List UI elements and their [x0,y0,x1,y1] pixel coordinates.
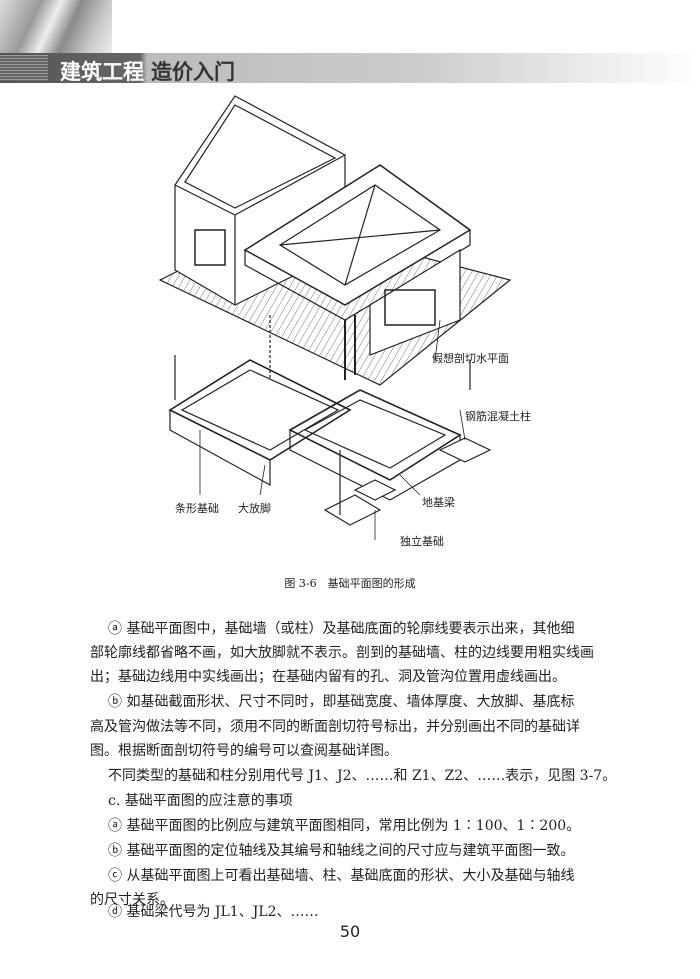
label-ground-beam: 地基梁 [422,496,455,509]
figure-caption: 图 3-6 基础平面图的形成 [284,577,416,590]
label-strip-foundation: 条形基础 [175,502,219,515]
book-title-part2: 造价入门 [151,60,235,84]
body-line: 的尺寸关系。 [90,892,174,908]
body-line: ⓒ 从基础平面图上可看出基础墙、柱、基础底面的形状、大小及基础与轴线 [108,868,575,884]
foundation-plan-illustration [158,95,512,540]
label-footing: 大放脚 [238,502,271,515]
body-line: c. 基础平面图的应注意的事项 [108,793,293,809]
header-band [0,53,700,83]
label-isolated-foundation: 独立基础 [400,535,444,548]
body-line: ⓐ 基础平面图中，基础墙（或柱）及基础底面的轮廓线要表示出来，其他细 [108,621,575,637]
header-building-photo [0,0,112,55]
body-line: ⓑ 基础平面图的定位轴线及其编号和轴线之间的尺寸应与建筑平面图一致。 [108,843,575,859]
body-line: ⓓ 基础梁代号为 JL1、JL2、…… [108,904,319,920]
body-line: ⓑ 如基础截面形状、尺寸不同时，即基础宽度、墙体厚度、大放脚、基底标 [108,694,575,710]
body-line: 部轮廓线都省略不画，如大放脚就不表示。剖到的基础墙、柱的边线要用粗实线画 [90,645,594,661]
body-line: 出；基础边线用中实线画出；在基础内留有的孔、洞及管沟位置用虚线画出。 [90,669,566,685]
book-title-part1: 建筑工程 [60,60,144,84]
header-stripes [0,55,48,81]
body-line: 图。根据断面剖切符号的编号可以查阅基础详图。 [90,743,398,759]
body-line: 不同类型的基础和柱分别用代号 J1、J2、……和 Z1、Z2、……表示，见图 3… [108,768,617,784]
page-number: 50 [339,922,361,941]
label-cutting-plane: 假想剖切水平面 [432,352,509,365]
body-line: ⓐ 基础平面图的比例应与建筑平面图相同，常用比例为 1∶100、1∶200。 [108,818,581,834]
body-line: 高及管沟做法等不同，须用不同的断面剖切符号标出，并分别画出不同的基础详 [90,719,580,735]
label-rc-column: 钢筋混凝土柱 [465,410,531,423]
